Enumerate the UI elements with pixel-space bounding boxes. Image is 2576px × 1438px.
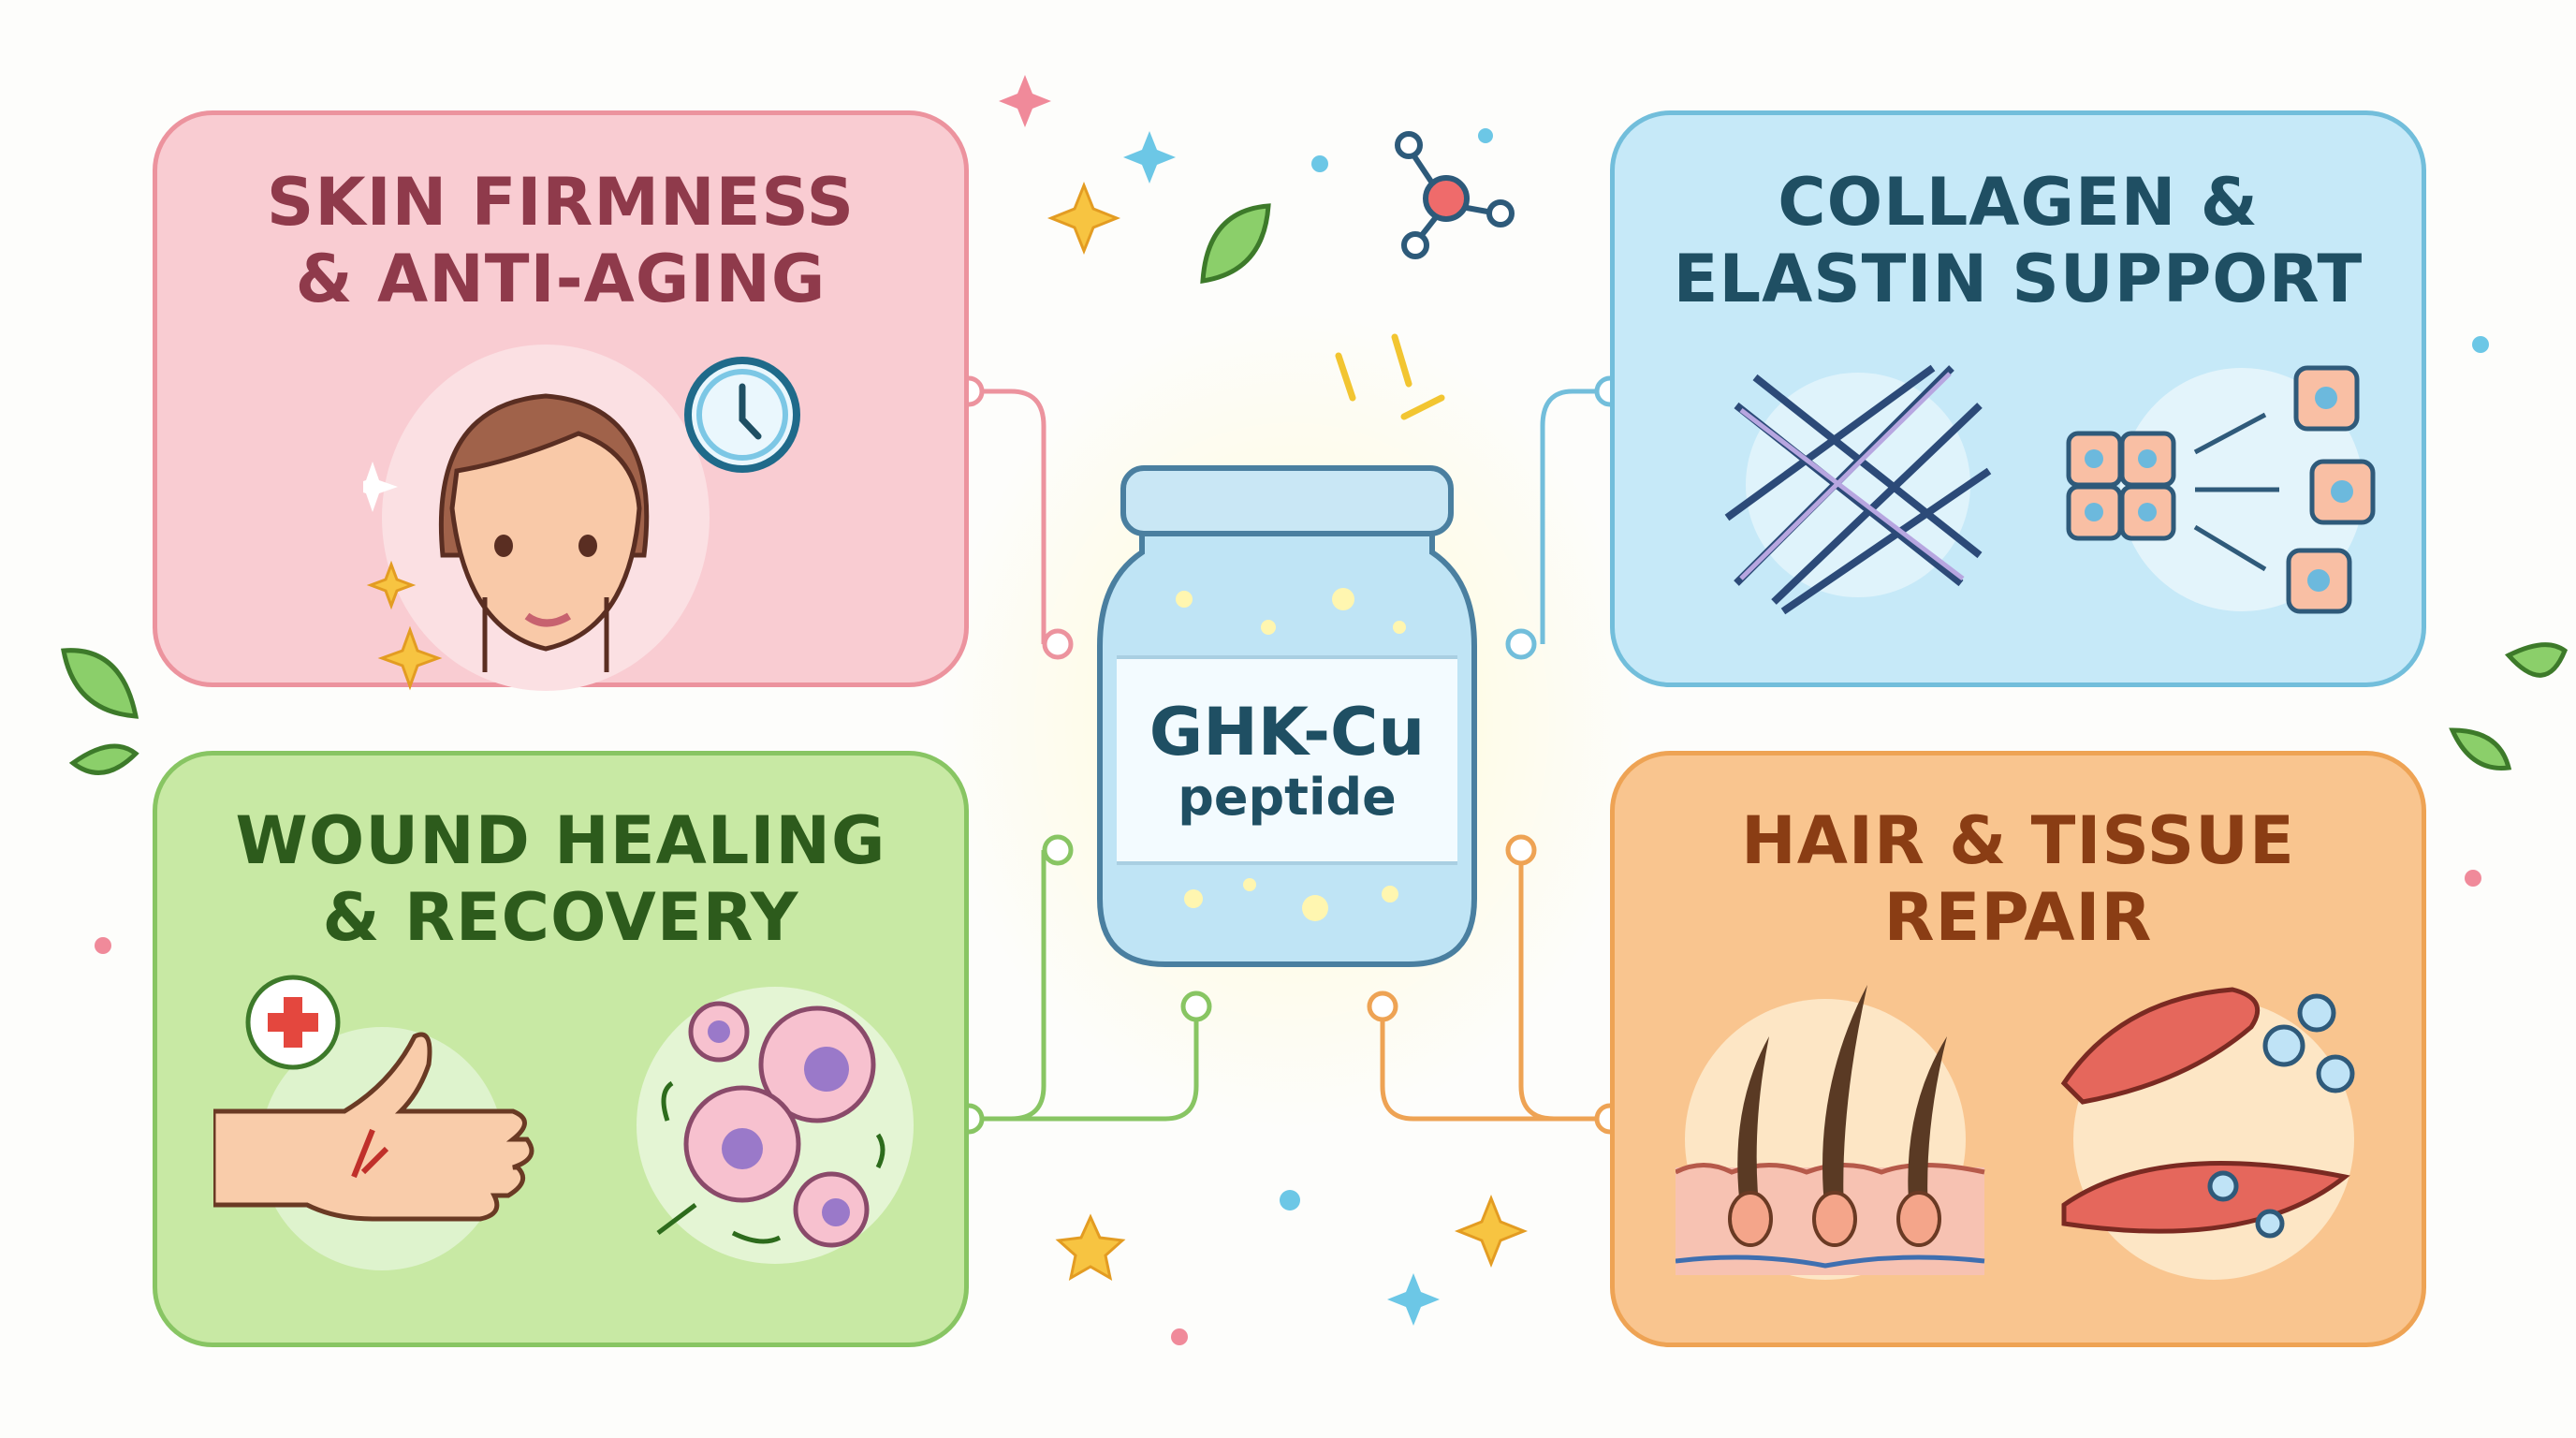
sparkle-icon <box>366 560 443 691</box>
face-icon <box>363 345 710 691</box>
connector-skin <box>969 389 1046 644</box>
jar-subtitle: peptide <box>1178 768 1397 827</box>
connector-hair-2 <box>1380 1006 1610 1122</box>
hair-follicle-icon <box>1676 985 1985 1280</box>
ghk-cu-jar: GHK-Cu peptide <box>1090 459 1484 974</box>
card-title: SKIN FIRMNESS& ANTI-AGING <box>266 164 856 317</box>
connector-wound-2 <box>969 1006 1199 1122</box>
star-icon <box>1046 181 1529 1281</box>
card-title: WOUND HEALING& RECOVERY <box>235 802 886 956</box>
hand-wound-icon <box>213 1027 534 1270</box>
connector-collagen <box>1540 389 1610 644</box>
clock-icon <box>684 357 800 473</box>
molecule-icon <box>1395 131 1515 259</box>
card-wound-healing: WOUND HEALING& RECOVERY <box>153 751 969 1347</box>
card-skin-firmness: SKIN FIRMNESS& ANTI-AGING <box>153 110 969 691</box>
muscle-tissue-icon <box>2060 987 2355 1280</box>
jar-label: GHK-Cu peptide <box>1117 655 1457 865</box>
leaf-icon <box>61 203 2569 775</box>
fiber-mesh-icon <box>1724 364 1992 615</box>
cells-cycle-icon <box>637 987 914 1264</box>
cell-division-icon <box>2066 365 2376 614</box>
card-collagen-elastin: COLLAGEN &ELASTIN SUPPORT <box>1610 110 2426 687</box>
card-title: COLLAGEN &ELASTIN SUPPORT <box>1673 164 2364 317</box>
jar-name: GHK-Cu <box>1149 694 1426 770</box>
first-aid-icon <box>245 975 341 1070</box>
